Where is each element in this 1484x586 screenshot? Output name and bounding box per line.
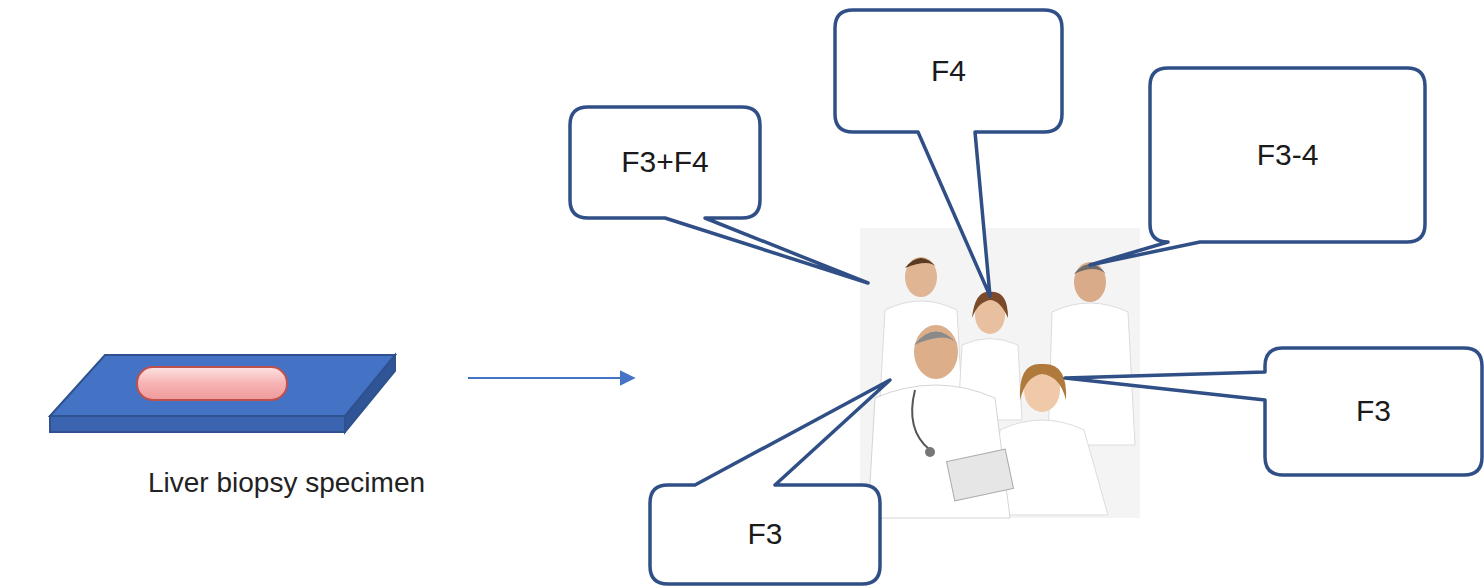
bubble-shape (835, 10, 1062, 296)
bubble-text: F3+F4 (621, 145, 709, 180)
bubble-shape (1065, 348, 1482, 475)
speech-bubble: F3+F4 (570, 107, 760, 218)
bubble-shape (650, 380, 890, 584)
speech-bubble: F3-4 (1150, 68, 1425, 242)
speech-bubble: F3 (1265, 348, 1482, 475)
bubble-text: F3-4 (1257, 138, 1319, 173)
speech-bubble: F3 (650, 485, 880, 584)
flow-arrow (468, 377, 634, 379)
glass-slide (50, 355, 395, 432)
specimen-label: Liver biopsy specimen (148, 467, 425, 499)
bubble-text: F3 (1356, 394, 1391, 429)
bubble-text: F4 (931, 54, 966, 89)
speech-bubble: F4 (835, 10, 1062, 132)
bubble-shape (570, 107, 868, 283)
bubble-text: F3 (747, 517, 782, 552)
doctors-photo (860, 228, 1140, 518)
bubble-shape (1090, 68, 1425, 265)
